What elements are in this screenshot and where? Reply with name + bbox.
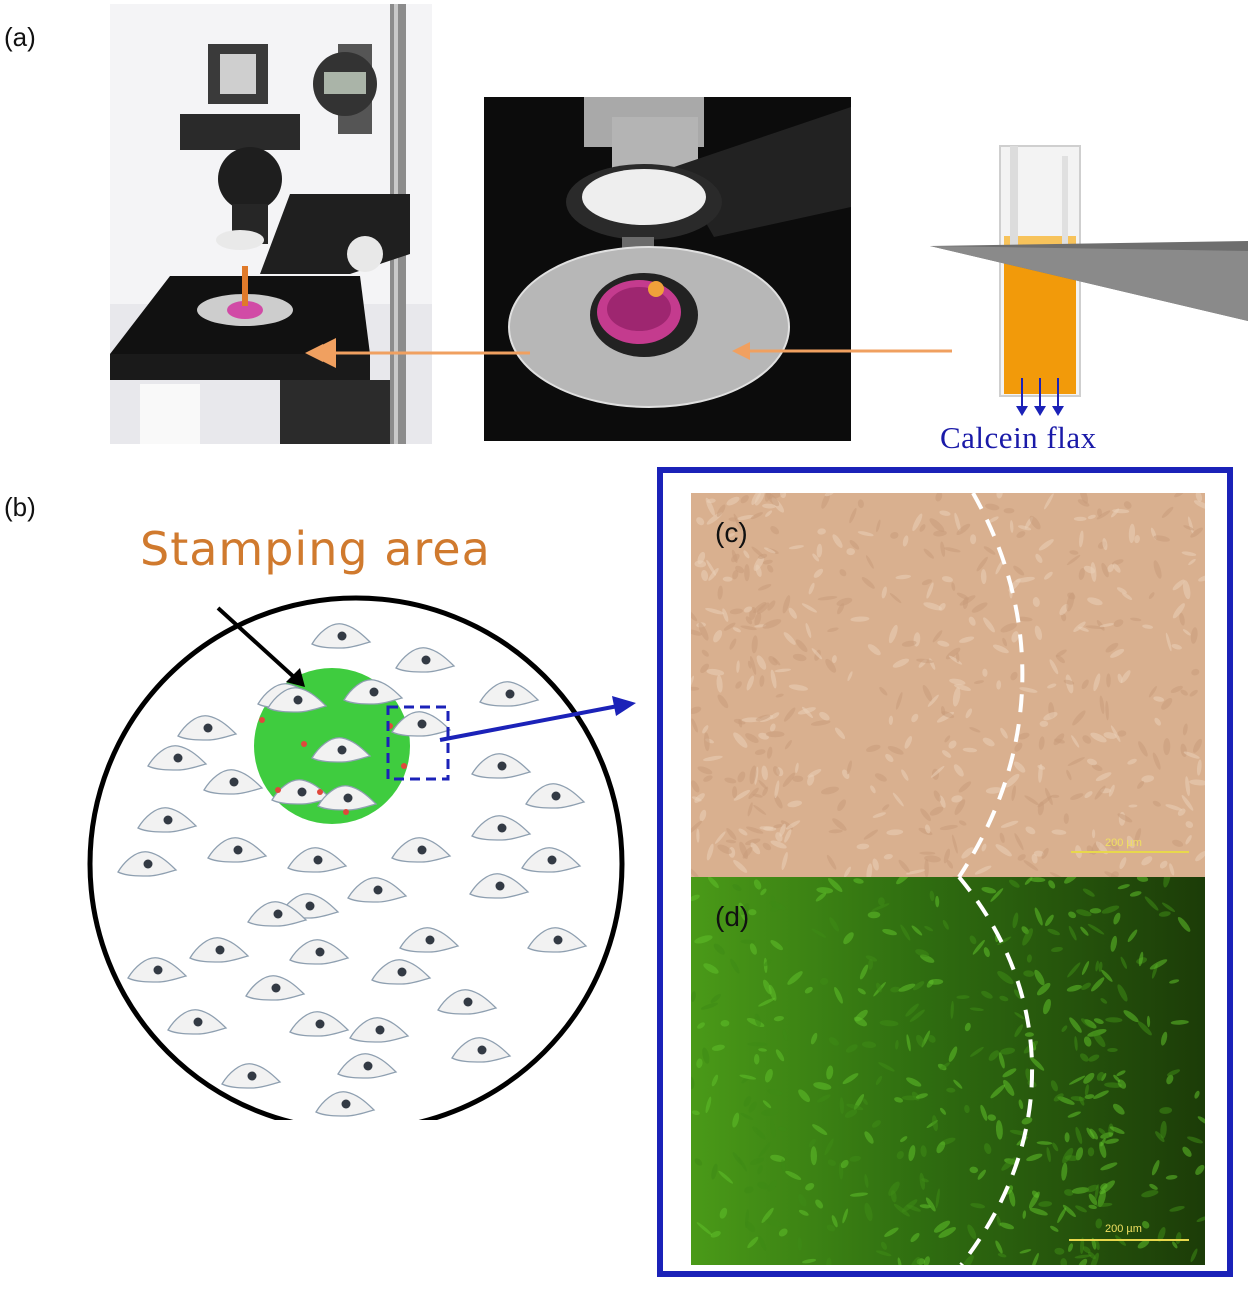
panel-label-b: (b): [4, 492, 36, 522]
fluorescence-image: (d) 200 µm: [691, 877, 1205, 1265]
microscope-photo: [110, 4, 432, 444]
blue-zoom-arrow: [439, 704, 619, 742]
calcein-flow-arrows: [1016, 378, 1064, 416]
scale-bar-d: [1069, 1239, 1189, 1241]
calcein-caption: Calcein flax: [940, 420, 1097, 455]
cuvette-photo: [900, 116, 1248, 400]
stamping-closeup-photo: [484, 97, 851, 441]
scale-bar-c: [1071, 851, 1189, 853]
panel-label-d: (d): [715, 901, 750, 932]
black-pointer-line: [216, 606, 297, 680]
microscopy-frame: (c) 200 µm (d) 200 µm: [657, 467, 1233, 1277]
panel-label-a: (a): [4, 22, 36, 52]
top-arrows: [305, 338, 1064, 416]
panel-label-c: (c): [715, 517, 748, 548]
zoom-region-box: [386, 705, 450, 781]
stamped-dots: [259, 717, 407, 815]
scale-bar-text-d: 200 µm: [1105, 1223, 1142, 1235]
stamping-area-title: Stamping area: [140, 522, 491, 576]
brightfield-texture: [691, 493, 1205, 877]
brightfield-image: (c) 200 µm: [691, 493, 1205, 877]
black-pointer-head: [286, 668, 305, 687]
blue-zoom-arrow-head: [612, 696, 636, 716]
orange-arrow-left-head: [305, 344, 323, 362]
fluorescence-texture: [691, 877, 1205, 1265]
culture-dish-diagram: [87, 595, 636, 1120]
scale-bar-text-c: 200 µm: [1105, 837, 1142, 849]
orange-arrow-right-head: [732, 342, 750, 360]
